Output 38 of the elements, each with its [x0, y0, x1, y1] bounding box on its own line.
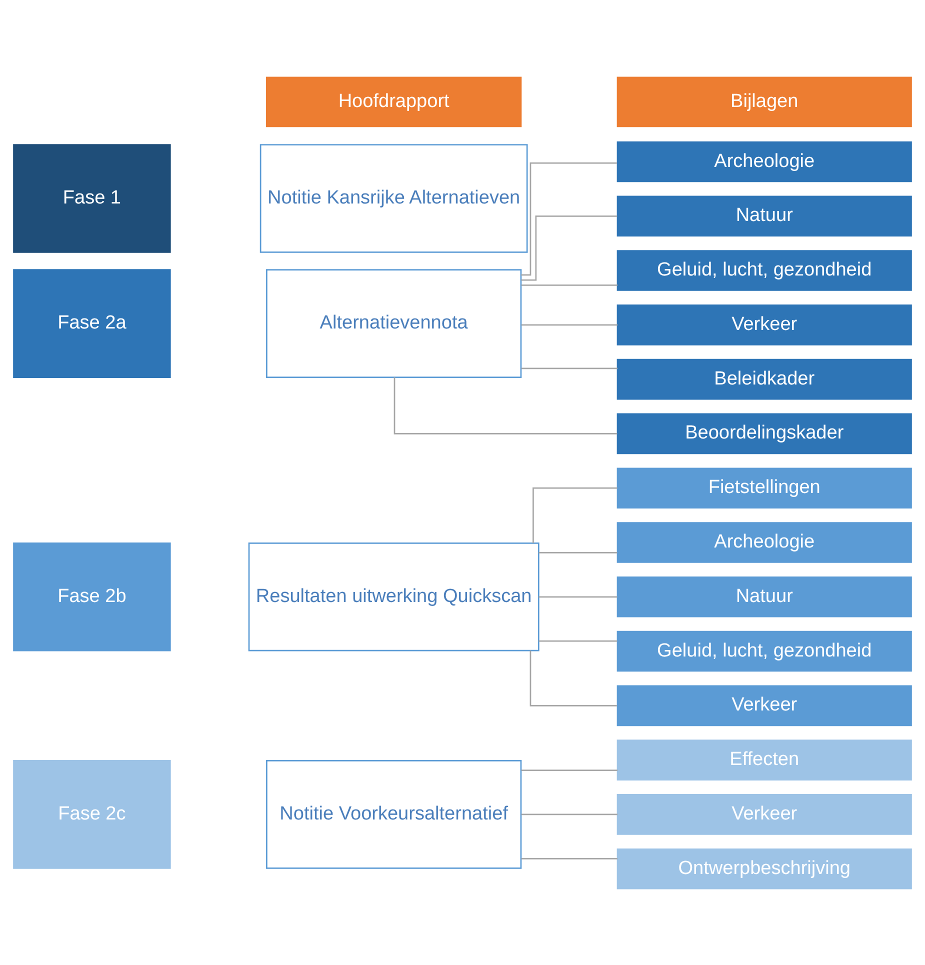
node-box: Geluid, lucht, gezondheid [616, 630, 912, 672]
node-box: Hoofdrapport [266, 76, 522, 127]
node-box: Verkeer [616, 794, 912, 834]
node-box: Fase 2c [13, 760, 171, 868]
node-box: Fietstellingen [616, 467, 912, 508]
node-box: Archeologie [616, 522, 912, 562]
node-box: Ontwerpbeschrijving [616, 848, 912, 889]
node-box: Fase 2b [13, 542, 171, 651]
connector [538, 552, 618, 553]
connector [521, 214, 618, 280]
node-box: Verkeer [616, 304, 912, 345]
node-box: Geluid, lucht, gezondheid [616, 250, 912, 290]
node-box: Alternatievennota [266, 268, 522, 378]
node-box: Natuur [616, 195, 912, 236]
node-box: Fase 1 [13, 144, 171, 252]
connector [521, 813, 618, 815]
node-box: Verkeer [616, 684, 912, 726]
connector [521, 857, 618, 859]
node-box: Beoordelingskader [616, 412, 912, 454]
connector [538, 640, 618, 642]
node-box: Resultaten uitwerking Quickscan [248, 542, 540, 651]
connector [530, 650, 617, 706]
node-box: Beleidkader [616, 358, 912, 400]
node-box: Fase 2a [13, 268, 171, 378]
connector [532, 486, 618, 543]
connector [521, 324, 618, 326]
connector [394, 376, 618, 434]
node-box: Archeologie [616, 140, 912, 182]
connector [521, 284, 618, 286]
node-box: Effecten [616, 739, 912, 780]
node-box: Bijlagen [616, 76, 912, 127]
node-box: Notitie Voorkeursalternatief [266, 760, 522, 868]
connector [521, 162, 617, 276]
connector [521, 769, 618, 770]
connector [521, 367, 618, 369]
node-box: Notitie Kansrijke Alternatieven [260, 144, 528, 252]
node-box: Natuur [616, 576, 912, 617]
connector [538, 596, 618, 598]
